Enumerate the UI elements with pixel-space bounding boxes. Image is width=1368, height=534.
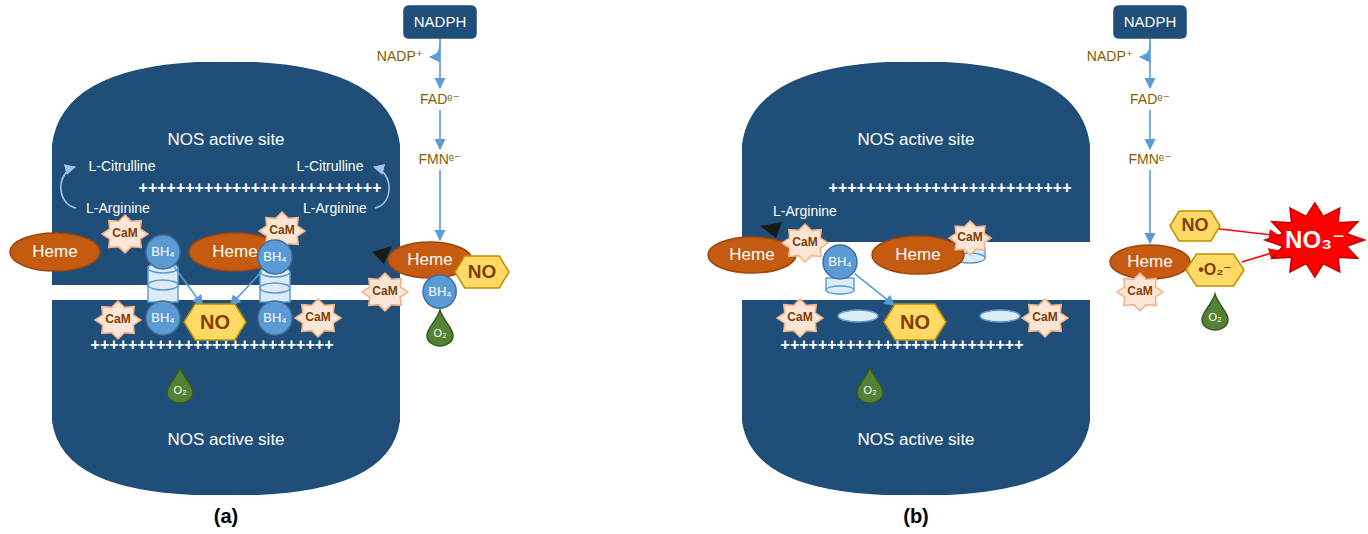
bh4-circle: BH₄: [823, 245, 857, 279]
node-text: BH₄: [428, 285, 451, 299]
bh4-circle: BH₄: [423, 275, 456, 308]
oxygen-drop: O₂: [167, 367, 193, 403]
bh4-circle: BH₄: [146, 301, 180, 335]
node-text: BH₄: [263, 250, 286, 264]
text-label: L-Arginine: [303, 201, 367, 216]
cofactor-box: NADPH: [404, 6, 476, 38]
cam-star: CaM: [1117, 273, 1163, 311]
node-text: NO: [468, 262, 497, 283]
text-label: L-Citrulline: [89, 159, 156, 174]
node-text: CaM: [792, 236, 817, 249]
bh4-circle: BH₄: [146, 235, 180, 269]
text-label: FADᵉ⁻: [1130, 92, 1170, 107]
node-text: NO₃⁻: [1285, 227, 1345, 253]
reaction-arrow: [174, 267, 203, 306]
cam-star: CaM: [362, 273, 408, 311]
reaction-arrow: [230, 272, 261, 306]
node-text: NADPH: [414, 14, 467, 31]
node-text: CaM: [105, 313, 130, 326]
no-tag: NO: [455, 256, 509, 288]
node-text: Heme: [32, 243, 77, 262]
node-text: NO: [1182, 216, 1209, 236]
heme-ellipse: Heme: [872, 236, 964, 274]
cam-star: CaM: [1022, 299, 1068, 337]
text-label: NADP⁺: [1087, 49, 1133, 64]
reaction-arrow: [1218, 229, 1279, 236]
text-label: FMNᵉ⁻: [1129, 152, 1172, 167]
oxygen-drop: O₂: [857, 367, 883, 403]
node-text: Heme: [407, 251, 452, 270]
text-label: FADᵉ⁻: [420, 92, 460, 107]
bh4-circle: BH₄: [258, 301, 292, 335]
reaction-arrow: [855, 274, 895, 306]
cam-star: CaM: [777, 299, 823, 337]
heme-ellipse: Heme: [10, 233, 100, 271]
cam-star: CaM: [95, 301, 141, 339]
node-text: BH₄: [263, 311, 286, 325]
no-tag: NO: [884, 304, 946, 340]
cam-star: CaM: [295, 299, 341, 337]
node-text: O₂: [1209, 311, 1222, 323]
cam-star: CaM: [949, 221, 991, 255]
node-text: CaM: [112, 227, 137, 240]
node-text: NO: [900, 311, 930, 333]
text-label: L-Citrulline: [297, 159, 364, 174]
text-label: FMNᵉ⁻: [419, 152, 462, 167]
node-text: CaM: [372, 285, 397, 298]
node-text: CaM: [1127, 285, 1152, 298]
node-text: BH₄: [828, 255, 851, 269]
text-label: (b): [903, 505, 929, 527]
domain-text: NOS active site: [167, 131, 284, 150]
node-text: CaM: [1032, 311, 1057, 324]
domain-text: NOS active site: [167, 431, 284, 450]
text-label: (a): [214, 505, 238, 527]
cam-star: CaM: [102, 215, 148, 253]
node-text: •O₂⁻: [1198, 261, 1232, 279]
node-text: BH₄: [151, 311, 174, 325]
node-text: Heme: [729, 246, 774, 265]
no-tag: NO: [1170, 211, 1220, 241]
cofactor-box: NADPH: [1114, 6, 1186, 38]
node-text: O₂: [434, 327, 447, 339]
text-label: NADP⁺: [377, 49, 423, 64]
domain-text: NOS active site: [857, 431, 974, 450]
node-text: CaM: [305, 311, 330, 324]
node-text: Heme: [1127, 253, 1172, 272]
node-text: CaM: [787, 311, 812, 324]
cam-star: CaM: [782, 224, 828, 262]
domain-text: ++++++++++++++++++++++++++: [829, 179, 1072, 197]
text-label: L-Arginine: [86, 201, 150, 216]
no-tag: NO: [184, 304, 246, 340]
domain-text: NOS active site: [857, 131, 974, 150]
domain-text: ++++++++++++++++++++++++++: [139, 179, 382, 197]
bh4-circle: BH₄: [258, 240, 292, 274]
node-text: NO: [200, 311, 230, 333]
oxygen-drop: O₂: [427, 310, 453, 346]
node-text: O₂: [864, 384, 877, 396]
text-label: L-Arginine: [773, 204, 837, 219]
node-text: Heme: [895, 246, 940, 265]
node-text: CaM: [269, 224, 294, 237]
heme-ellipse: Heme: [1110, 245, 1190, 279]
no-tag: •O₂⁻: [1186, 254, 1244, 286]
node-text: O₂: [174, 384, 187, 396]
nitrate-burst: NO₃⁻: [1265, 203, 1365, 277]
node-text: BH₄: [151, 245, 174, 259]
oxygen-drop: O₂: [1202, 294, 1228, 330]
node-text: Heme: [212, 243, 257, 262]
node-text: CaM: [957, 231, 982, 244]
node-text: NADPH: [1124, 14, 1177, 31]
